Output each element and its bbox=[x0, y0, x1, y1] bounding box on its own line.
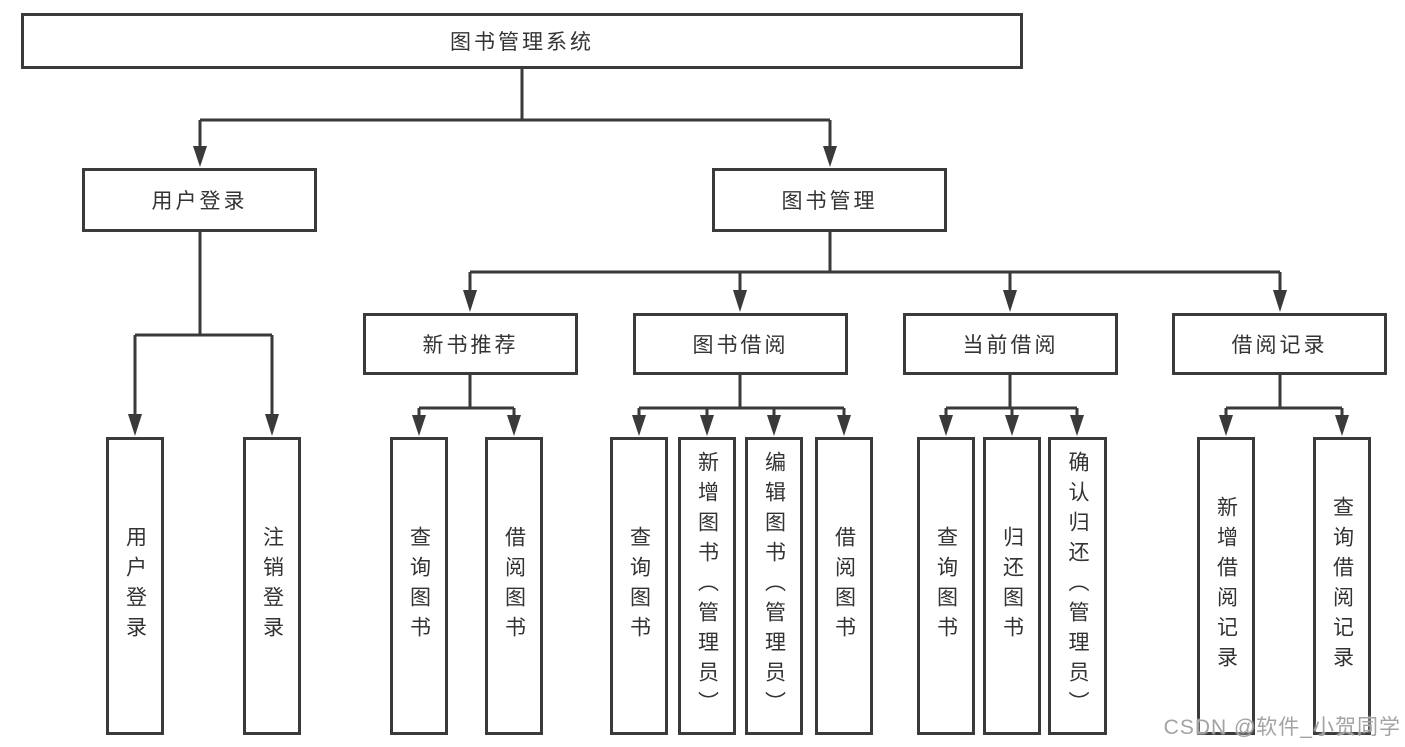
node-book-borrowing: 图书借阅 bbox=[633, 313, 848, 375]
leaf-add-books-admin: 新增图书（管理员） bbox=[678, 437, 736, 735]
leaf-add-borrowing-record: 新增借阅记录 bbox=[1197, 437, 1255, 735]
leaf-query-borrowing-record: 查询借阅记录 bbox=[1313, 437, 1371, 735]
leaf-borrow-books-borrowing: 借阅图书 bbox=[815, 437, 873, 735]
node-user-login: 用户登录 bbox=[82, 168, 317, 232]
leaf-return-books: 归还图书 bbox=[983, 437, 1041, 735]
leaf-query-books-borrowing: 查询图书 bbox=[610, 437, 668, 735]
leaf-edit-books-admin: 编辑图书（管理员） bbox=[745, 437, 803, 735]
leaf-user-login: 用户登录 bbox=[106, 437, 164, 735]
csdn-watermark: CSDN @软件_小贺同学 bbox=[1163, 716, 1401, 739]
leaf-confirm-return-admin: 确认归还（管理员） bbox=[1048, 437, 1107, 735]
node-borrowing-records: 借阅记录 bbox=[1172, 313, 1387, 375]
node-library-management-system: 图书管理系统 bbox=[21, 13, 1023, 69]
node-book-management: 图书管理 bbox=[712, 168, 947, 232]
node-current-borrowing: 当前借阅 bbox=[903, 313, 1118, 375]
node-new-book-recommendation: 新书推荐 bbox=[363, 313, 578, 375]
leaf-query-books-current: 查询图书 bbox=[917, 437, 975, 735]
leaf-query-books-recommend: 查询图书 bbox=[390, 437, 448, 735]
leaf-logout: 注销登录 bbox=[243, 437, 301, 735]
leaf-borrow-books-recommend: 借阅图书 bbox=[485, 437, 543, 735]
